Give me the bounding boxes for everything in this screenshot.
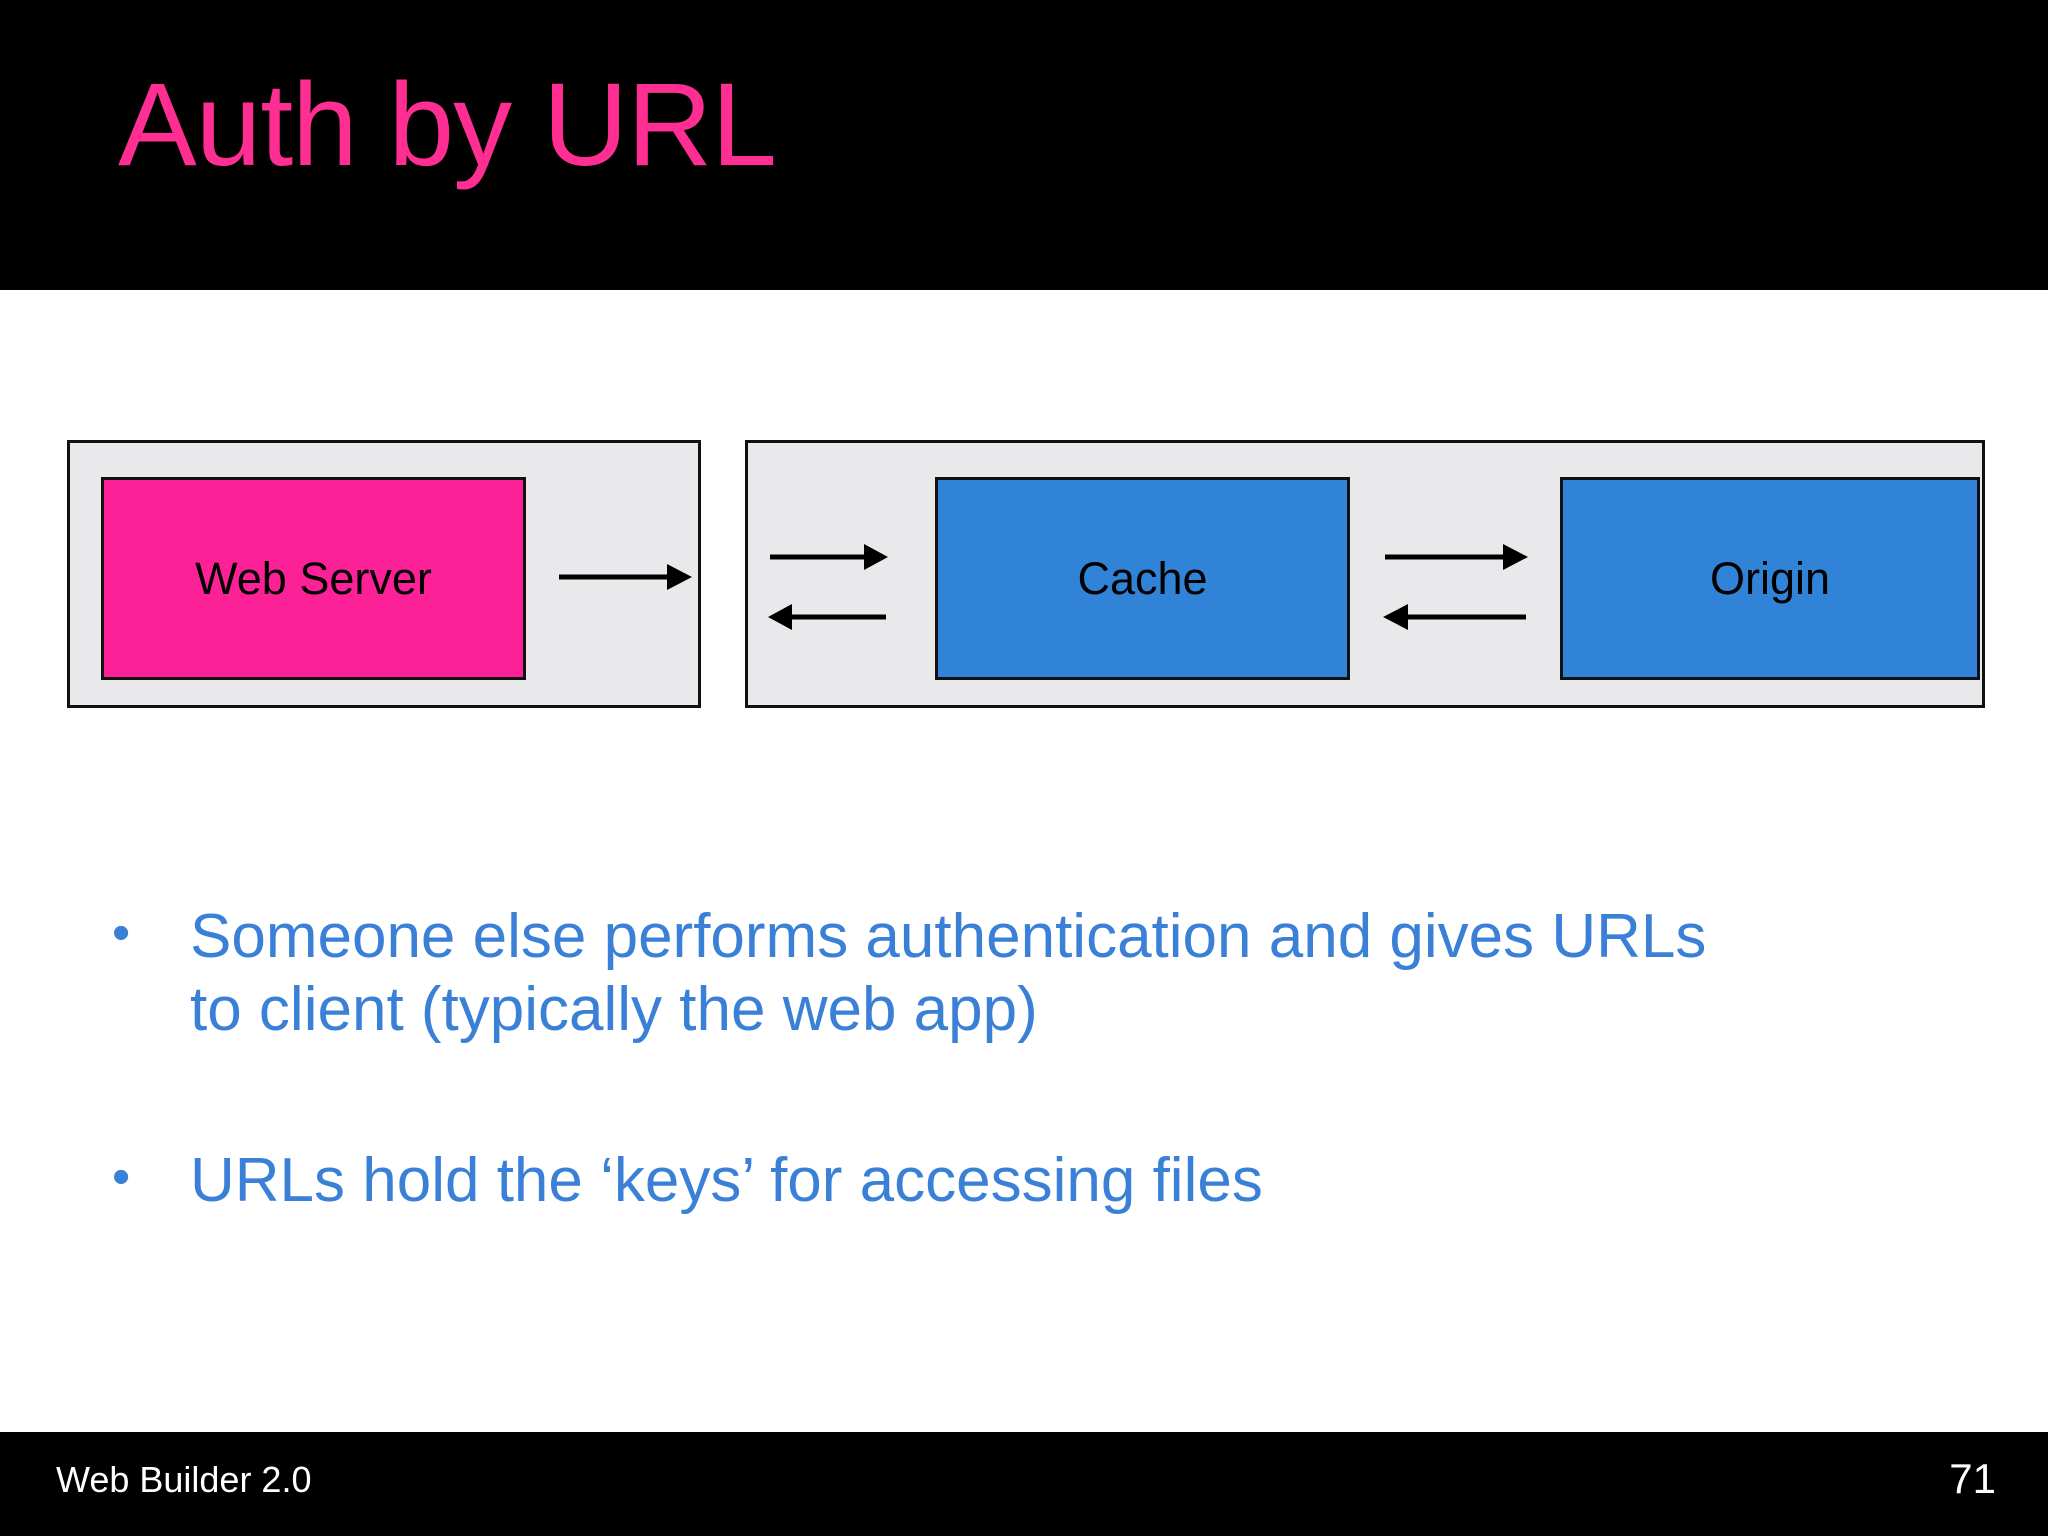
list-item: • URLs hold the ‘keys’ for accessing fil…	[112, 1144, 1932, 1217]
arrow-left-icon-origin-to-cache	[1383, 597, 1528, 637]
footer-deck-name: Web Builder 2.0	[56, 1459, 312, 1500]
arrow-right-icon-web-server-outbound	[557, 557, 692, 597]
footer-page-number: 71	[1949, 1455, 1996, 1502]
arrow-right-icon-client-to-cache	[768, 537, 888, 577]
footer-band: Web Builder 2.0 71	[0, 1432, 2048, 1536]
diagram-node-web-server-label: Web Server	[195, 553, 432, 604]
architecture-diagram: Web Server	[0, 440, 2048, 708]
diagram-node-origin: Origin	[1560, 477, 1980, 680]
arrow-left-icon-cache-to-client	[768, 597, 888, 637]
diagram-node-web-server: Web Server	[101, 477, 526, 680]
arrow-right-icon-cache-to-origin	[1383, 537, 1528, 577]
bullet-marker-icon: •	[112, 904, 131, 962]
diagram-panel-right: Cache Origin	[745, 440, 1985, 708]
bullet-marker-icon: •	[112, 1148, 131, 1207]
list-item: • Someone else performs authentication a…	[112, 900, 1932, 1046]
diagram-node-cache: Cache	[935, 477, 1350, 680]
diagram-panel-left: Web Server	[67, 440, 701, 708]
title-band: Auth by URL	[0, 0, 2048, 290]
bullet-text-2: URLs hold the ‘keys’ for accessing files	[190, 1146, 1263, 1216]
page-title: Auth by URL	[118, 59, 777, 191]
diagram-node-origin-label: Origin	[1709, 553, 1831, 604]
diagram-node-cache-label: Cache	[1077, 553, 1208, 604]
bullet-list: • Someone else performs authentication a…	[112, 900, 1932, 1217]
bullet-text-1: Someone else performs authentication and…	[190, 902, 1707, 1045]
